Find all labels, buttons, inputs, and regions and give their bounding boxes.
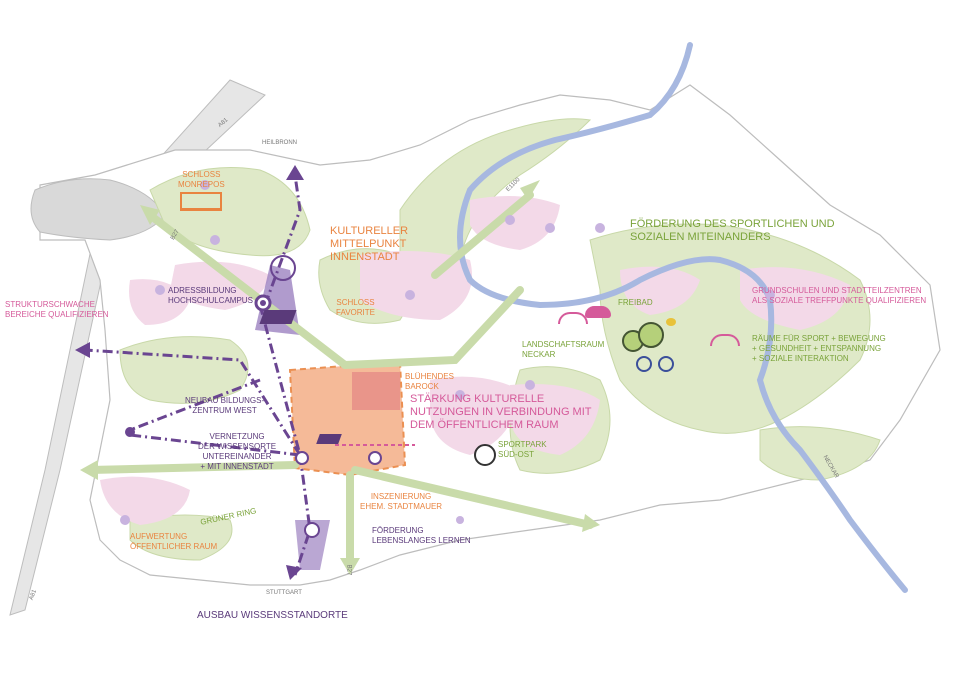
south-knowledge-zone xyxy=(295,520,330,570)
label-aufwertung: AUFWERTUNG ÖFFENTLICHER RAUM xyxy=(130,532,218,551)
label-raeume-sport: RÄUME FÜR SPORT + BEWEGUNG + GESUNDHEIT … xyxy=(752,334,886,363)
label-ausbau: AUSBAU WISSENSSTANDORTE xyxy=(197,610,348,621)
target-markers xyxy=(125,294,382,538)
label-kultureller-mittelpunkt: KULTURELLER MITTELPUNKT INNENSTADT xyxy=(330,225,409,263)
road-stuttgart: STUTTGART xyxy=(266,590,302,596)
graduation-cap-icon xyxy=(259,310,297,324)
label-bluehendes-barock: BLÜHENDES BAROCK xyxy=(405,372,454,391)
label-adressbildung: ADRESSBILDUNG HOCHSCHULCAMPUS xyxy=(168,286,253,305)
tree-icon xyxy=(638,322,664,348)
label-foerderung-lernen: FÖRDERUNG LEBENSLANGES LERNEN xyxy=(372,526,471,545)
river-neckar xyxy=(457,42,908,593)
service-dots xyxy=(120,180,775,525)
green-arrow-heads xyxy=(80,180,600,575)
barock-square xyxy=(352,372,400,410)
label-inszenierung: INSZENIERUNG EHEM. STADTMAUER xyxy=(360,492,443,511)
road-heilbronn: HEILBRONN xyxy=(262,140,298,146)
label-sportpark: SPORTPARK SÜD-OST xyxy=(498,440,547,459)
tower-icon xyxy=(270,255,296,281)
castle-icon xyxy=(180,192,222,211)
label-foerderung-sport: FÖRDERUNG DES SPORTLICHEN UND SOZIALEN M… xyxy=(630,218,835,243)
bridge-icon xyxy=(710,334,740,346)
pink-areas xyxy=(100,196,850,525)
label-strukturschwache: STRUKTURSCHWACHE BEREICHE QUALIFIZIEREN xyxy=(5,300,109,319)
purple-arrow-heads xyxy=(75,165,304,580)
road-b27-south: B27 xyxy=(345,564,352,576)
label-vernetzung: VERNETZUNG DER WISSENSORTE UNTEREINANDER… xyxy=(198,432,277,471)
label-staerkung: STÄRKUNG KULTURELLE NUTZUNGEN IN VERBIND… xyxy=(410,393,592,431)
label-schloss-favorite: SCHLOSS FAVORITE xyxy=(336,298,375,317)
graduation-cap-icon xyxy=(316,434,342,444)
bee-icon xyxy=(666,318,676,326)
label-neubau: NEUBAU BILDUNGS- ZENTRUM WEST xyxy=(185,396,265,415)
label-freibad: FREIBAD xyxy=(618,298,653,307)
soccer-ball-icon xyxy=(474,444,496,466)
pool-icon xyxy=(585,306,611,318)
label-grundschulen: GRUNDSCHULEN UND STADTTEILZENTREN ALS SO… xyxy=(752,286,927,305)
green-axes xyxy=(86,191,594,564)
bridge-icon xyxy=(558,312,588,324)
label-schloss-monrepos: SCHLOSS MONREPOS xyxy=(178,170,225,189)
bicycle-icon xyxy=(636,352,674,372)
lake xyxy=(30,178,166,241)
label-landschaftsraum: LANDSCHAFTSRAUM NECKAR xyxy=(522,340,605,359)
